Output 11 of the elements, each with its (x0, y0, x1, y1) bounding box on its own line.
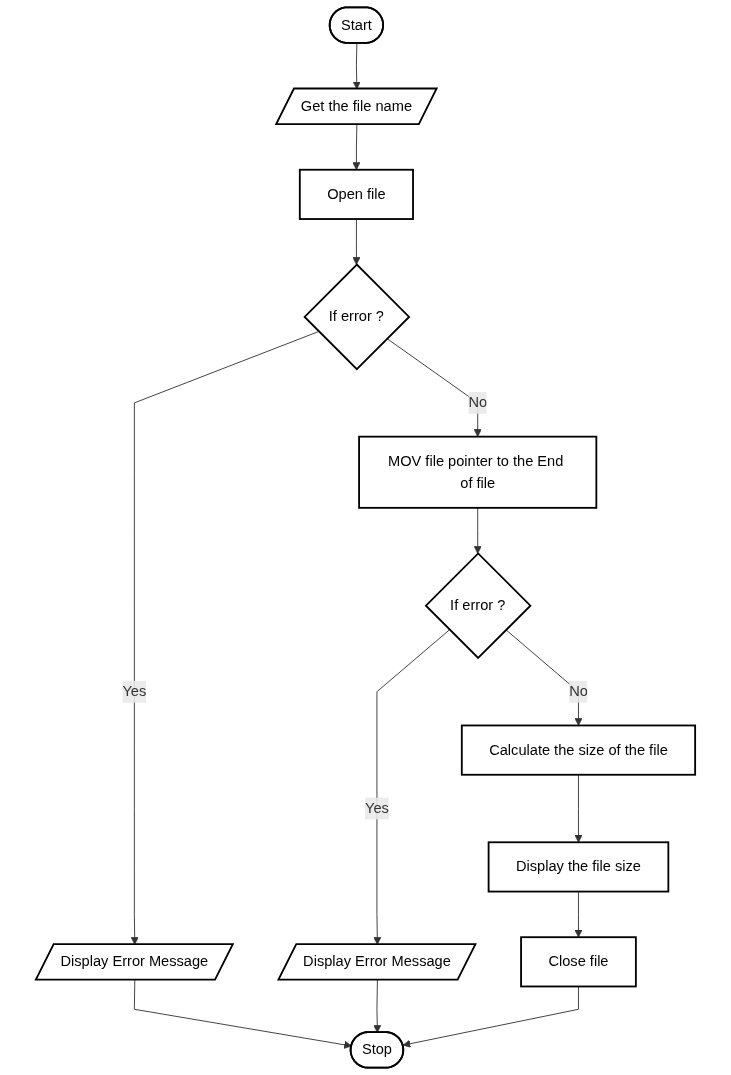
edge-label: No (569, 683, 588, 699)
node-box: Display the file size (487, 841, 670, 893)
edge-label: Yes (122, 683, 147, 699)
node-diamond: If error ? (424, 552, 532, 660)
node-box: Close file (520, 936, 637, 988)
node-diamond: If error ? (303, 263, 411, 371)
node-box: MOV file pointer to the End of file (358, 435, 598, 509)
node-box: Calculate the size of the file (460, 724, 697, 776)
edge-label: No (468, 394, 488, 411)
node-box: Open file (298, 168, 414, 220)
edge-label: Yes (365, 800, 389, 816)
